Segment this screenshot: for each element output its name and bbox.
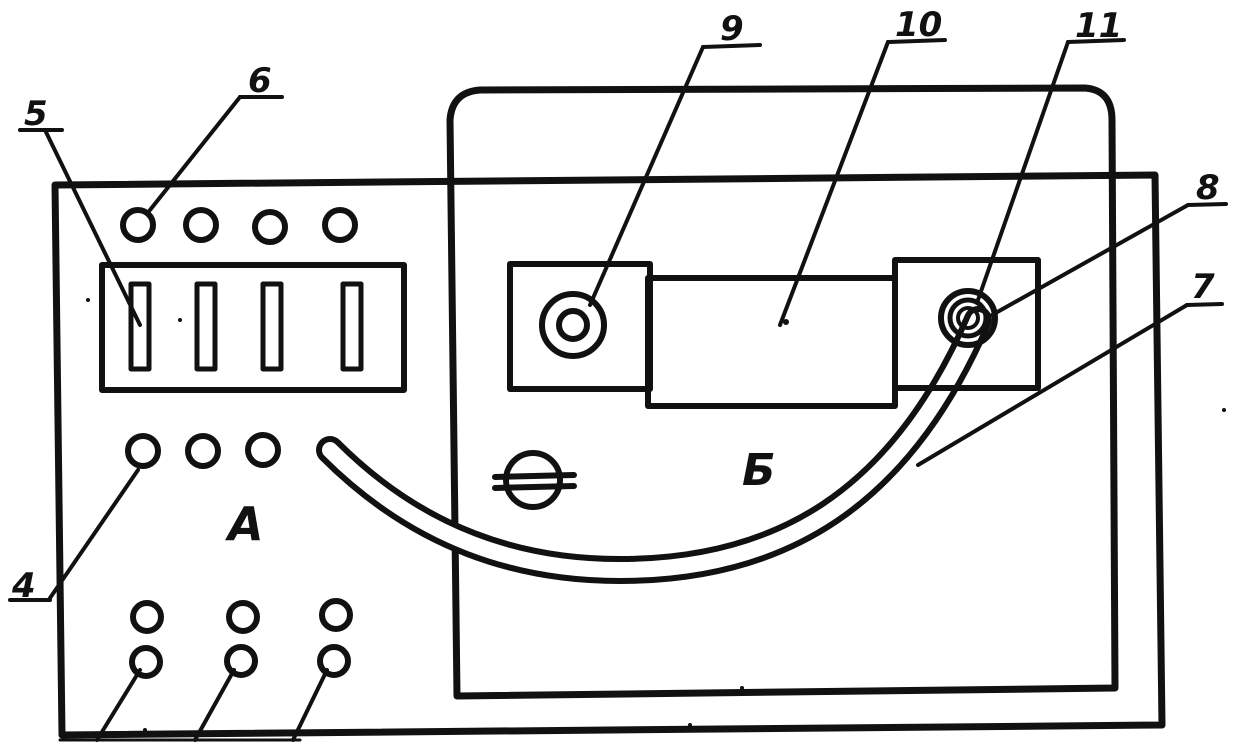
display-window [645,275,898,409]
callout-6: 6 [248,61,272,101]
indicator-slot-4 [340,281,364,372]
slotted-screw [492,450,577,510]
socket-bottom-upper-2 [226,600,260,634]
socket-mid-3 [245,432,281,468]
panel-a-label: А [225,497,264,551]
connector-outer [938,288,998,348]
right-mount-block [892,257,1041,391]
cable [316,306,992,584]
socket-top-3 [252,209,288,245]
callout-8: 8 [1196,168,1220,208]
indicator-slots [128,281,364,372]
socket-bottom-upper-1 [130,600,164,634]
socket-bottom-lower-3 [317,644,351,678]
socket-bottom-lower-1 [129,645,163,679]
callout-7: 7 [1191,267,1215,307]
connector-core [956,306,980,330]
knob-outer [539,291,607,359]
bottom-socket-pairs [129,598,353,679]
panel-b-outline [446,84,1119,700]
panel-a-outline [51,171,1166,739]
scan-specks [86,298,1226,732]
callout-lines [8,38,1228,742]
socket-bottom-lower-2 [224,644,258,678]
indicator-block [99,262,407,393]
indicator-slot-2 [194,281,218,372]
callout-5: 5 [24,94,48,134]
callout-9: 9 [720,9,744,49]
indicator-slot-3 [260,281,284,372]
socket-top-2 [183,207,219,243]
indicator-slot-1 [128,281,152,372]
top-socket-row [120,207,358,245]
callout-11: 11 [1075,6,1122,46]
socket-bottom-upper-3 [319,598,353,632]
panel-b-label: Б [742,445,776,496]
socket-mid-1 [125,433,161,469]
connector-ring [947,297,989,339]
middle-socket-row [125,432,281,469]
callout-4: 4 [11,566,36,606]
socket-mid-2 [185,433,221,469]
display-mark [783,319,789,325]
callout-10: 10 [895,5,942,45]
socket-top-4 [322,207,358,243]
knob-inner [556,308,590,342]
left-mount-block [507,261,653,392]
socket-top-1 [120,207,156,243]
